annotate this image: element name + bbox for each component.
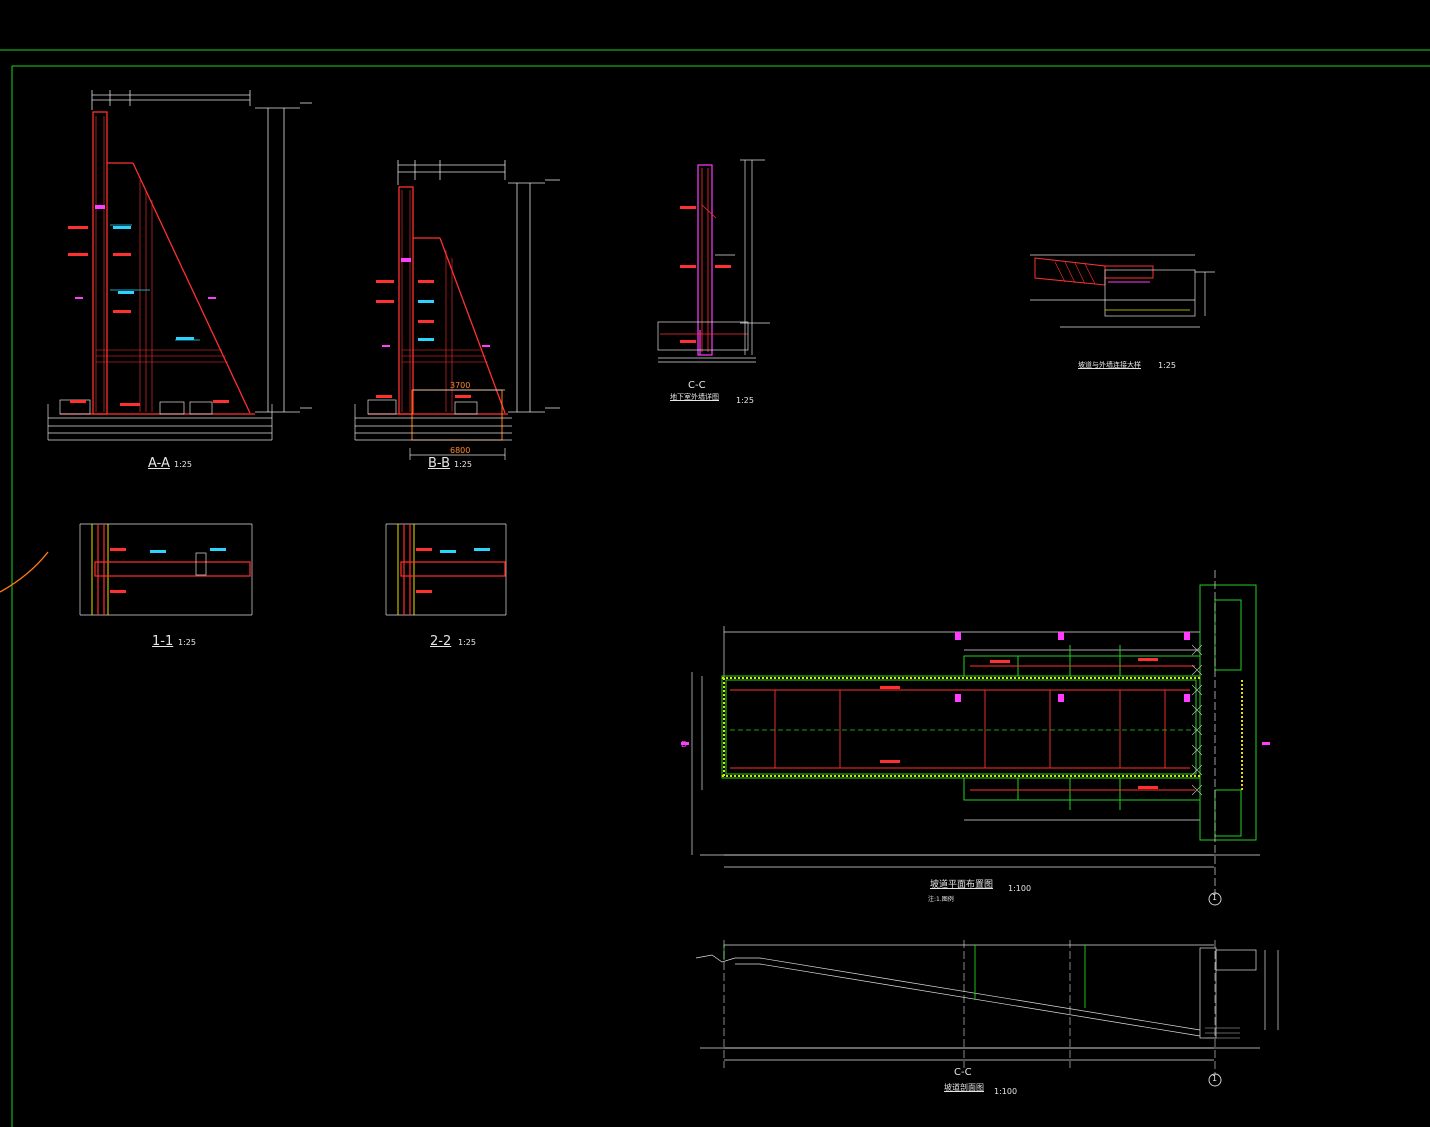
- ramp-profile-scale: 1:100: [994, 1087, 1018, 1096]
- ramp-profile-label: C-C: [954, 1067, 972, 1078]
- section-cc-wall-subtitle: 地下室外墙详图: [670, 393, 719, 401]
- bb-dim-bottom: 6800: [450, 446, 471, 455]
- node-detail-drawing: [1030, 254, 1215, 328]
- section-aa-scale: 1:25: [174, 460, 192, 469]
- plan-cut-label-c: C: [955, 632, 961, 641]
- section-11-drawing: [79, 523, 253, 616]
- section-bb-drawing: [354, 160, 560, 460]
- ramp-profile-drawing: [695, 940, 1279, 1087]
- section-aa-title: A-A: [148, 456, 170, 471]
- plan-axis-marker: 1: [1212, 893, 1218, 902]
- section-22-scale: 1:25: [458, 638, 476, 647]
- section-aa-drawing: [47, 90, 312, 441]
- section-11-title: 1-1: [152, 634, 174, 649]
- section-11-scale: 1:25: [178, 638, 196, 647]
- bb-dim-top: 3700: [450, 381, 471, 390]
- section-cc-wall-scale: 1:25: [736, 396, 754, 405]
- ramp-plan-note: 注:1.图例: [928, 896, 954, 903]
- plan-cut-label-b: B: [1058, 632, 1064, 641]
- ramp-plan-title: 坡道平面布置图: [930, 880, 994, 890]
- section-bb-title: B-B: [428, 456, 451, 471]
- ramp-plan-drawing: [681, 570, 1270, 906]
- profile-axis-marker: 1: [1212, 1074, 1218, 1083]
- stray-curve: [0, 551, 49, 593]
- section-cc-wall-drawing: [657, 159, 770, 363]
- plan-cut-label-d: D: [681, 740, 688, 749]
- node-detail-scale: 1:25: [1158, 361, 1176, 370]
- ramp-plan-scale: 1:100: [1008, 884, 1032, 893]
- drawing-frame: [0, 49, 1430, 1127]
- node-detail-title: 坡道与外墙连接大样: [1078, 361, 1141, 369]
- section-bb-scale: 1:25: [454, 460, 472, 469]
- section-cc-wall-title: C-C: [688, 380, 706, 391]
- ramp-profile-title: 坡道剖面图: [944, 1083, 984, 1092]
- section-22-drawing: [385, 523, 507, 616]
- section-22-title: 2-2: [430, 634, 452, 649]
- plan-cut-label-a: A: [1184, 632, 1190, 641]
